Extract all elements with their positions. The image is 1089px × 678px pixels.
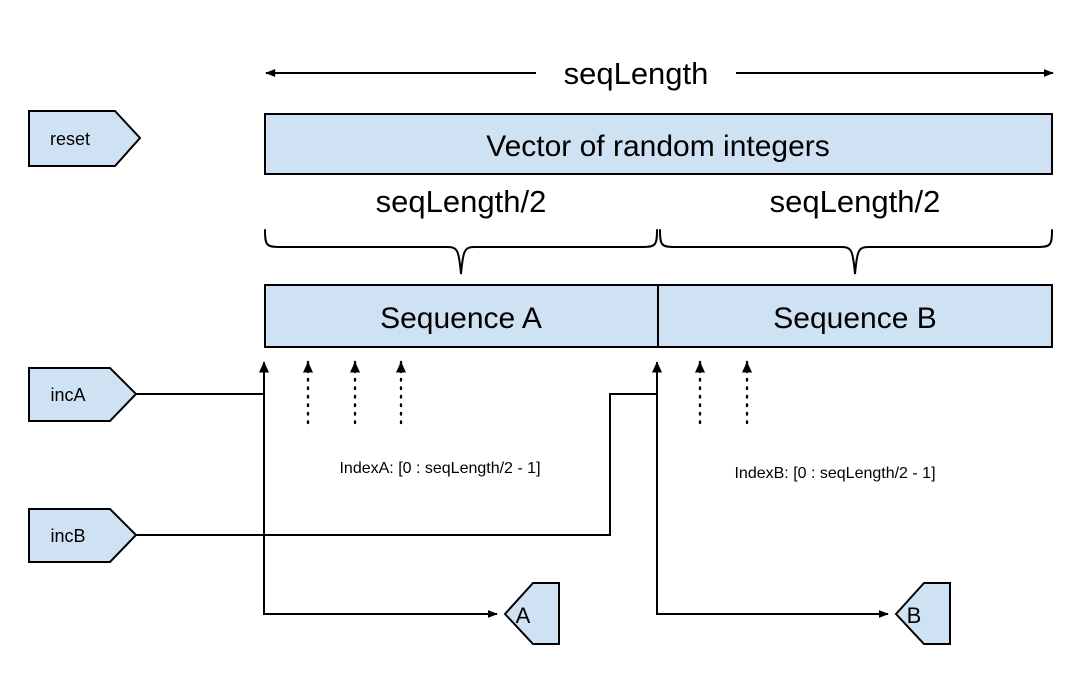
reset-label: reset — [50, 129, 90, 149]
brace-left — [264, 229, 658, 275]
seqlength-half-right-label: seqLength/2 — [770, 184, 941, 219]
inca-label: incA — [50, 385, 85, 405]
index-b-pointer-arrows — [695, 360, 752, 425]
seqlength-label: seqLength — [564, 56, 709, 91]
index-b-label: IndexB: [0 : seqLength/2 - 1] — [734, 465, 935, 482]
output-b-label: B — [907, 603, 922, 628]
incb-label: incB — [50, 526, 85, 546]
vector-box[interactable]: Vector of random integers — [264, 113, 1053, 175]
brace-right — [659, 229, 1053, 275]
sequence-a-label: Sequence A — [380, 302, 542, 335]
vector-box-label: Vector of random integers — [486, 130, 830, 163]
output-b-shape[interactable]: B — [894, 582, 951, 645]
seqlength-half-left-label: seqLength/2 — [376, 184, 547, 219]
sequence-b-box[interactable]: Sequence B — [657, 284, 1053, 348]
sequence-a-box[interactable]: Sequence A — [264, 284, 659, 348]
sequence-b-label: Sequence B — [773, 302, 936, 335]
incb-wire — [136, 393, 656, 536]
index-a-label: IndexA: [0 : seqLength/2 - 1] — [339, 460, 540, 477]
inca-signal-shape[interactable]: incA — [28, 367, 138, 422]
output-a-shape[interactable]: A — [503, 582, 560, 645]
incb-signal-shape[interactable]: incB — [28, 508, 138, 563]
output-a-label: A — [516, 603, 531, 628]
index-a-pointer-arrows — [303, 360, 406, 425]
reset-signal-shape[interactable]: reset — [28, 110, 142, 167]
